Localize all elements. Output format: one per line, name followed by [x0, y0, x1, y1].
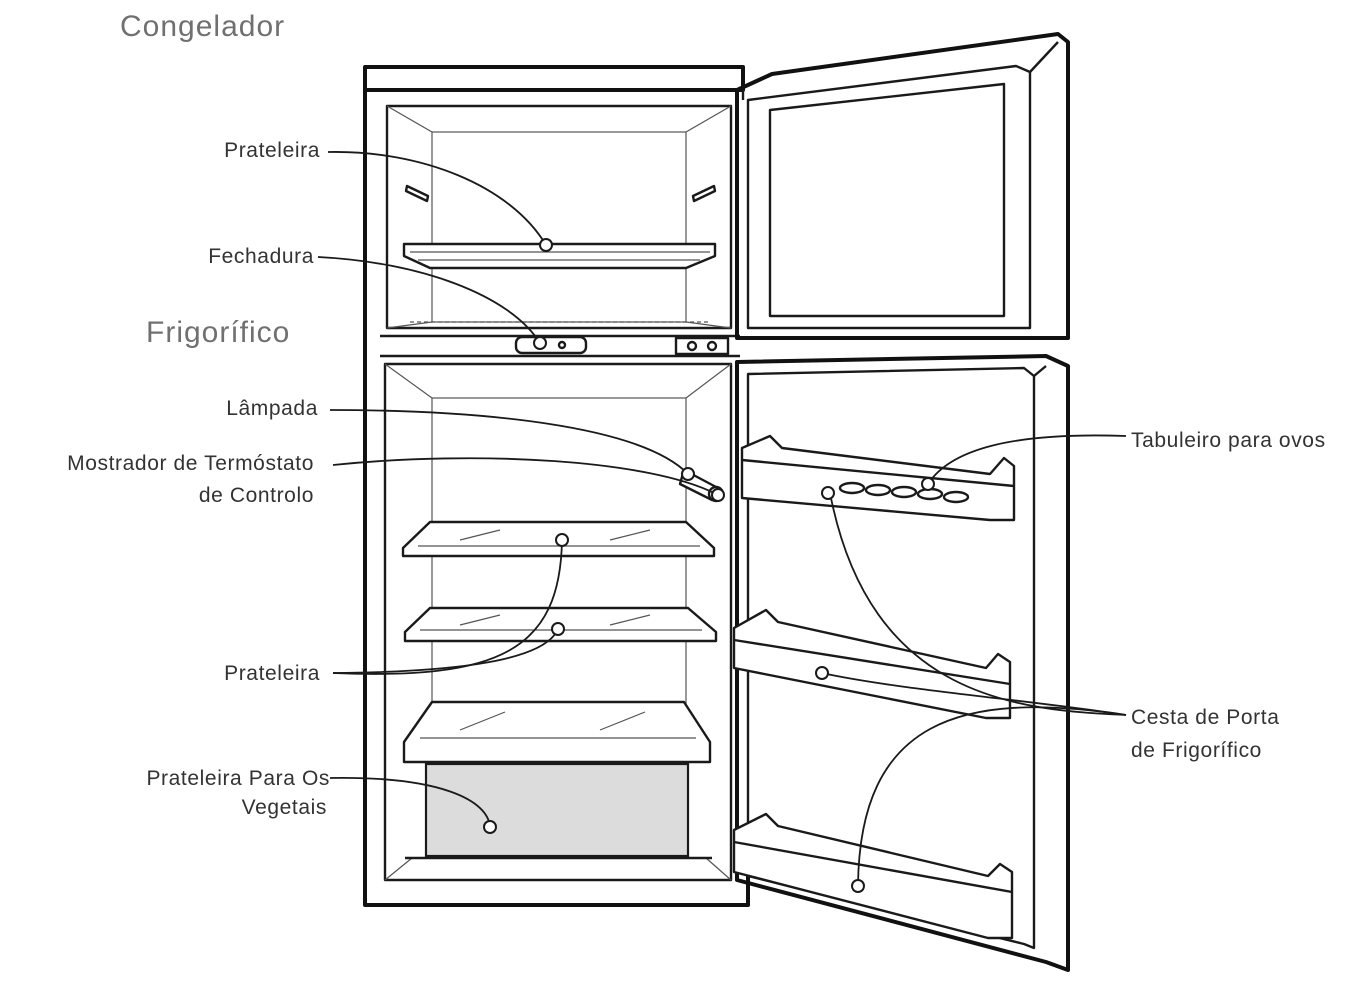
freezer-door-liner	[768, 82, 1006, 318]
divider-panel	[380, 334, 740, 358]
freezer-rail-left	[404, 184, 430, 203]
label-freezer-shelf: Prateleira	[224, 139, 320, 162]
label-door-basket-line1: Cesta de Porta	[1131, 706, 1279, 729]
callout-dot	[555, 533, 569, 547]
callout-dot	[551, 622, 565, 636]
egg-cup	[890, 485, 918, 499]
freezer-inner-frame	[385, 104, 733, 330]
egg-cup	[864, 483, 892, 497]
vegetable-drawer	[424, 762, 690, 858]
freezer-door-edge	[1029, 41, 1059, 73]
section-title-fridge: Frigorífico	[146, 316, 290, 349]
label-vegetable-line1: Prateleira Para Os	[146, 767, 330, 790]
callout-dot	[681, 467, 695, 481]
freezer-door-gasket	[746, 64, 1032, 330]
fridge-corner-tr	[685, 363, 732, 399]
leader-thermostat	[332, 457, 717, 495]
lock-pin	[557, 340, 567, 350]
leader-fridge-shelf-1	[332, 539, 563, 675]
egg-cup	[942, 490, 970, 504]
freezer-corner-bl	[386, 321, 433, 329]
fridge-shelf-2-shine-2	[609, 614, 651, 626]
leader-fridge-shelf-2	[332, 628, 559, 674]
label-vegetable-line2: Vegetais	[242, 796, 327, 819]
callout-dot	[921, 477, 935, 491]
fridge-corner-bl	[384, 857, 413, 881]
door-basket-1-rim	[741, 458, 1015, 488]
vegetable-shelf-shine-2	[599, 711, 646, 731]
leader-lock	[317, 256, 541, 344]
freezer-back-wall	[431, 131, 687, 323]
lock	[514, 335, 588, 355]
callout-dot	[851, 879, 865, 893]
callout-dot	[539, 238, 553, 252]
fridge-corner-br	[705, 857, 732, 881]
freezer-shelf	[402, 242, 717, 270]
fridge-door-outline	[735, 354, 1070, 972]
fridge-corner-tl	[384, 363, 433, 399]
hinge-plate	[674, 336, 730, 356]
label-thermostat-line1: Mostrador de Termóstato	[67, 452, 314, 475]
labels: Congelador Frigorífico Prateleira Fechad…	[67, 10, 1326, 819]
freezer-corner-tl	[386, 105, 433, 133]
callout-dot	[483, 820, 497, 834]
leader-vegetable	[329, 777, 491, 828]
leader-freezer-shelf	[327, 151, 547, 246]
egg-cup	[838, 481, 866, 495]
label-thermostat-line2: de Controlo	[199, 484, 314, 507]
hinge-screw-1	[686, 340, 698, 352]
door-basket-2-rim	[733, 638, 1011, 686]
callout-dot	[711, 488, 725, 502]
vegetable-shelf	[402, 700, 712, 764]
leader-lamp	[329, 409, 689, 475]
fridge-door	[732, 354, 1070, 972]
freezer-door-outline	[735, 32, 1070, 340]
cabinet-top	[363, 65, 745, 92]
label-lock: Fechadura	[208, 245, 314, 268]
label-lamp: Lâmpada	[226, 397, 318, 420]
leader-egg-tray	[927, 434, 1127, 485]
freezer-door	[735, 32, 1070, 340]
fridge-shelf-1-shine	[459, 529, 501, 541]
freezer-corner-br	[685, 321, 732, 329]
fridge-shelf-2-shine	[459, 614, 501, 626]
callout-dot	[533, 336, 547, 350]
freezer-rail-right	[691, 184, 717, 203]
fridge-door-edge	[1033, 365, 1047, 377]
fridge-shelf-1-shine-2	[609, 529, 651, 541]
section-title-freezer: Congelador	[120, 10, 285, 43]
freezer-compartment	[385, 104, 733, 330]
door-basket-1	[740, 434, 1016, 522]
leader-lines	[317, 151, 1127, 886]
hinge-screw-2	[706, 340, 718, 352]
door-basket-3	[732, 812, 1014, 940]
leader-door-basket-1	[829, 492, 1127, 716]
cabinet-outline	[363, 90, 750, 907]
cabinet	[363, 65, 750, 907]
label-door-basket-line2: de Frigorífico	[1131, 739, 1262, 762]
callout-dots	[483, 238, 935, 893]
fridge-inner-frame	[383, 362, 733, 882]
callout-dot	[815, 666, 829, 680]
freezer-corner-tr	[685, 105, 732, 133]
label-fridge-shelf: Prateleira	[224, 662, 320, 685]
door-basket-2	[732, 608, 1012, 720]
label-egg-tray: Tabuleiro para ovos	[1131, 429, 1326, 452]
vegetable-shelf-shine	[459, 711, 506, 731]
callout-dot	[821, 486, 835, 500]
door-basket-3-rim	[733, 840, 1013, 894]
fridge-compartment	[383, 362, 733, 882]
leader-door-basket-3	[857, 706, 1127, 886]
